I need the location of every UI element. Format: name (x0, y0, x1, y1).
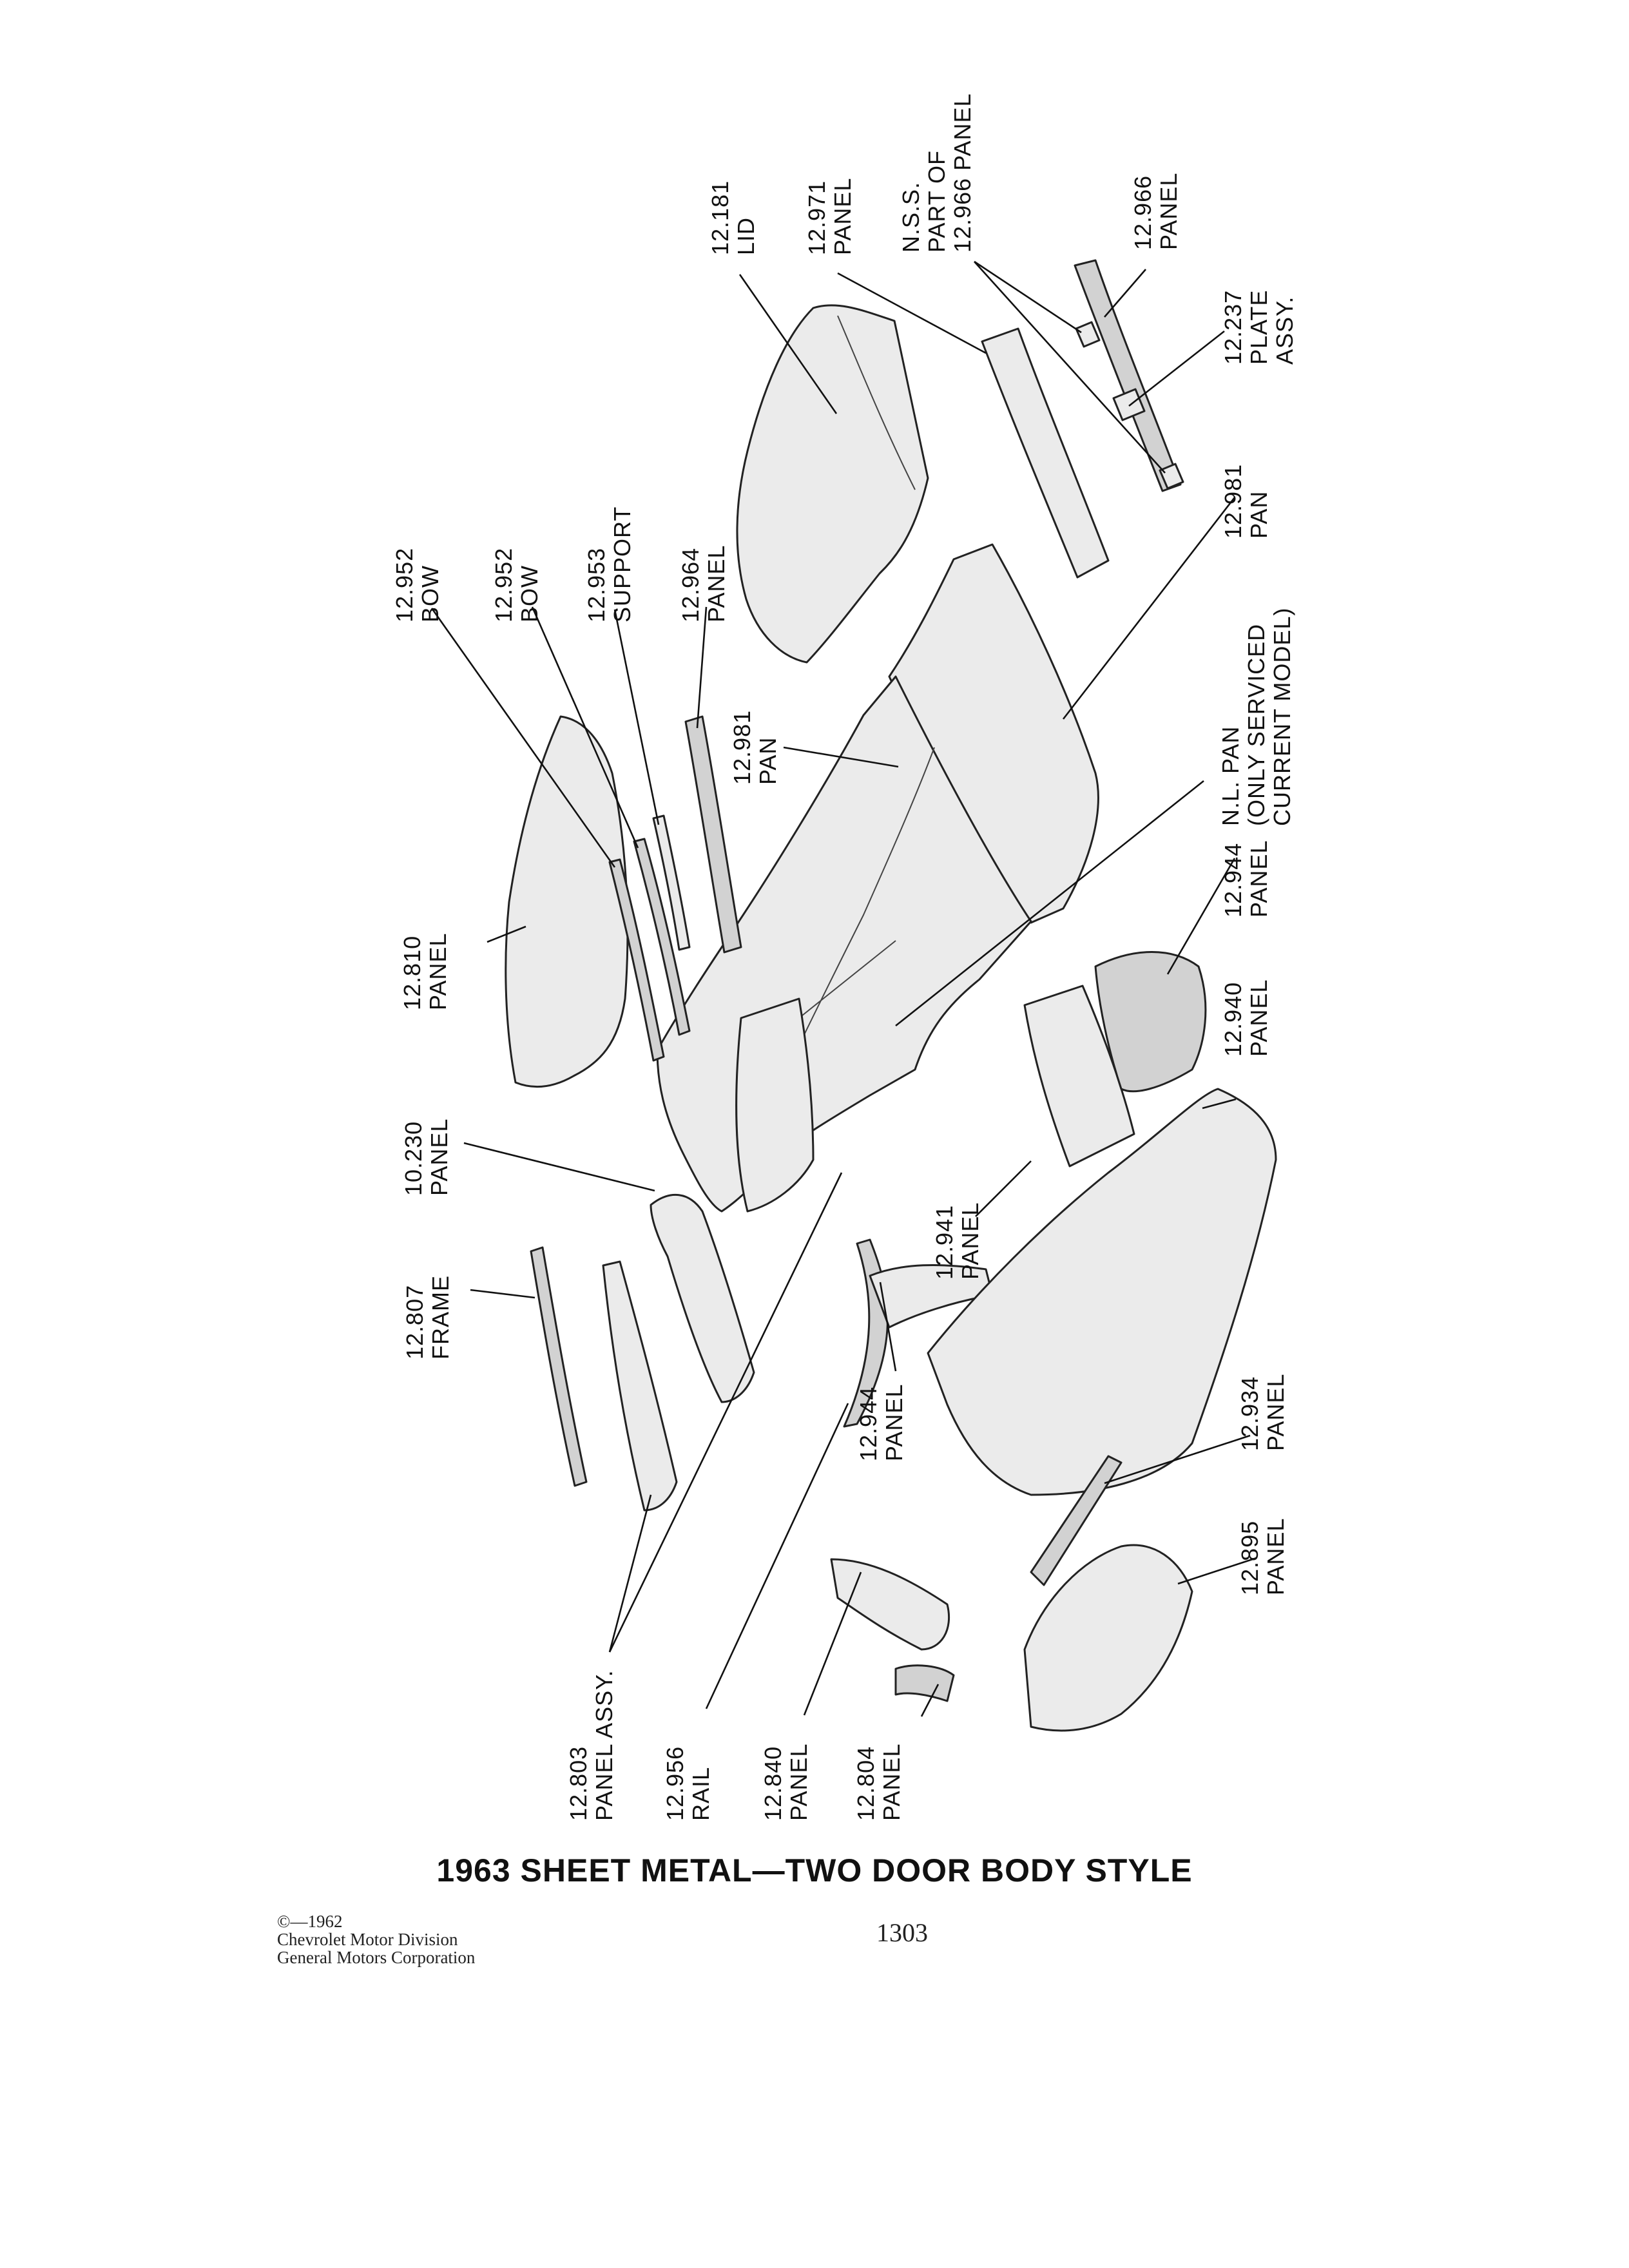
callout-nl-pan: N.L. PAN(ONLY SERVICEDCURRENT MODEL) (1217, 608, 1295, 826)
part-pan-12981-rear (888, 543, 1099, 924)
leader-nl-pan (895, 780, 1204, 1027)
callout-labels: 12.181LID 12.971PANEL N.S.S.PART OF12.96… (391, 93, 1298, 1821)
callout-pan-12981-front: 12.981PAN (729, 710, 781, 785)
leader-support-12953 (613, 609, 660, 825)
leader-plate-12237 (1128, 330, 1225, 407)
part-panel-12941 (1023, 985, 1135, 1168)
leader-bow-12952-a (430, 608, 616, 868)
leader-panel-12971 (837, 272, 987, 354)
leader-panel-12934 (1104, 1434, 1251, 1485)
page-number: 1303 (876, 1918, 928, 1947)
leader-panel-12840 (803, 1571, 862, 1716)
part-panel-10230 (650, 1193, 755, 1403)
callout-panel-12964: 12.964PANEL (677, 545, 729, 622)
part-door-12895 (1023, 1544, 1193, 1732)
part-lid-12181-crease (837, 315, 916, 490)
leader-panel-12966 (1104, 269, 1146, 318)
leader-pan-12981-front (783, 746, 899, 768)
leader-panel-12810 (487, 925, 526, 943)
part-quarter-12940 (927, 1088, 1277, 1496)
leader-panel-12964 (696, 606, 708, 729)
callout-support-12953: 12.953SUPPORT (583, 506, 635, 622)
copyright-division: Chevrolet Motor Division (277, 1930, 458, 1949)
callout-panel-10230: 10.230PANEL (400, 1119, 452, 1196)
leader-pan-12981-rear (1062, 497, 1236, 720)
part-panel-12934 (1030, 1455, 1123, 1586)
callout-panel-12895: 12.895PANEL (1237, 1518, 1289, 1595)
leader-panel-12804 (920, 1684, 940, 1717)
leader-panel-12944-upper (1166, 858, 1236, 975)
callout-rail-12956: 12.956RAIL (662, 1746, 714, 1821)
part-nss-bracket-lower (1159, 463, 1184, 490)
callout-panel-12804: 12.804PANEL (853, 1744, 905, 1821)
callout-pan-12981-rear: 12.981PAN (1220, 464, 1272, 539)
callout-nss-part: N.S.S.PART OF12.966 PANEL (898, 93, 976, 253)
callout-panel-12840: 12.840PANEL (760, 1744, 812, 1821)
page-title: 1963 SHEET METAL—TWO DOOR BODY STYLE (436, 1852, 1193, 1888)
leader-panel-12803-a (608, 1494, 652, 1653)
callout-panel-12944-lower: 12.944PANEL (855, 1384, 907, 1461)
part-bow-12952-a (608, 858, 665, 1062)
callout-panel-12803: 12.803PANEL ASSY. (565, 1670, 617, 1821)
part-floor-pan-rib (798, 940, 896, 1019)
callout-plate-12237: 12.237PLATEASSY. (1220, 290, 1298, 365)
callout-panel-12940: 12.940PANEL (1220, 979, 1272, 1057)
part-frame-12807 (530, 1246, 588, 1487)
copyright-notice: ©—1962 Chevrolet Motor Division General … (277, 1912, 664, 1966)
callout-bow-12952-b: 12.952BOW (490, 548, 543, 622)
part-panel-12944-upper (1094, 951, 1207, 1093)
part-roof-12810 (505, 715, 629, 1088)
callout-panel-12941: 12.941PANEL (931, 1202, 983, 1280)
part-bow-12952-b (633, 838, 691, 1036)
callout-panel-12966: 12.966PANEL (1130, 173, 1182, 250)
part-panel-12964 (684, 715, 742, 954)
part-panel-12966 (1074, 259, 1182, 492)
callout-bow-12952-a: 12.952BOW (391, 548, 443, 622)
leader-panel-12895 (1177, 1557, 1257, 1585)
leader-bow-12952-b (531, 606, 639, 849)
leader-nss-lower (974, 261, 1166, 474)
leader-panel-12940 (1202, 1098, 1237, 1110)
callout-panel-12971: 12.971PANEL (804, 178, 856, 255)
part-illustrations (505, 259, 1277, 1732)
part-lid-12181 (736, 304, 929, 664)
part-cowl (735, 997, 815, 1213)
copyright-corporation: General Motors Corporation (277, 1948, 476, 1967)
callout-lid-12181: 12.181LID (707, 180, 759, 255)
leader-lid-12181 (738, 274, 838, 414)
leader-lines (430, 260, 1257, 1717)
part-panel-12971 (981, 327, 1110, 579)
callout-frame-12807: 12.807FRAME (401, 1275, 454, 1360)
callout-panel-12944-upper: 12.944PANEL (1220, 840, 1272, 918)
leader-panel-12803-b (608, 1172, 843, 1653)
leader-frame-12807 (470, 1289, 535, 1299)
part-nss-bracket-upper (1075, 321, 1101, 348)
leader-panel-12941 (975, 1160, 1032, 1217)
part-panel-12803 (602, 1260, 678, 1512)
part-plate-12237 (1112, 388, 1146, 421)
part-panel-12840 (830, 1558, 950, 1651)
part-support-12953 (652, 814, 691, 951)
part-panel-12804 (894, 1664, 955, 1702)
leader-nss-upper (974, 260, 1082, 334)
leader-rail-12956 (705, 1403, 849, 1709)
copyright-year: ©—1962 (277, 1912, 343, 1931)
leader-panel-12944-lower (879, 1282, 897, 1372)
callout-panel-12934: 12.934PANEL (1237, 1374, 1289, 1451)
callout-panel-12810: 12.810PANEL (399, 933, 451, 1010)
leader-panel-10230 (463, 1142, 655, 1192)
